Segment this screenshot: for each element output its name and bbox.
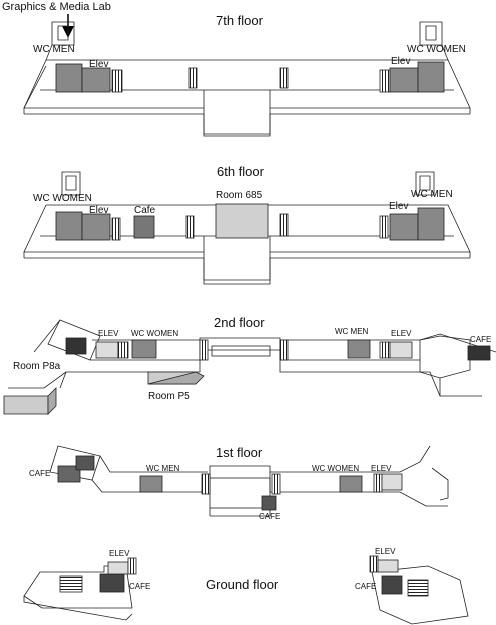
f6-elev-right-room <box>389 213 419 241</box>
g-elev-right-label: ELEV <box>375 547 396 556</box>
f7-wc-women-room <box>417 61 445 93</box>
f7-stairs-left <box>111 69 123 93</box>
f1-stairs-left <box>201 473 211 495</box>
f6-wc-women-room <box>55 211 83 241</box>
g-elev-left-label: ELEV <box>109 549 130 558</box>
f2-room-p5-label: Room P5 <box>148 391 190 402</box>
f1-cafe-center-room <box>261 495 277 511</box>
f7-elev-left-room <box>81 67 111 93</box>
f6-stairs-left <box>111 217 121 241</box>
f6-elev-left-room <box>81 213 111 241</box>
f2-wc-men-room <box>347 339 371 359</box>
f2-room-p8a-block <box>3 395 49 415</box>
f1-stairs-right <box>271 473 281 495</box>
f7-stairs-mid-left <box>188 67 198 89</box>
g-cafe-left-label: CAFE <box>129 582 151 591</box>
f1-wc-women-label: WC WOMEN <box>312 464 360 473</box>
f1-elev-label: ELEV <box>371 464 392 473</box>
g-elev-left-room <box>107 561 129 575</box>
f2-room-p8a-label: Room P8a <box>13 361 61 372</box>
g-stairs-left <box>59 575 83 593</box>
f2-cafe-room <box>467 345 491 361</box>
f6-cafe-room <box>133 215 155 239</box>
f6-cafe-label: Cafe <box>134 205 156 216</box>
f7-wc-men-label: WC MEN <box>33 44 75 55</box>
floor-1-title: 1st floor <box>216 445 263 460</box>
f1-stairs-far-right <box>373 473 383 493</box>
floor-6-title: 6th floor <box>217 164 264 179</box>
g-cafe-left-room <box>99 573 125 593</box>
f6-stairs-mid-right <box>279 213 289 237</box>
f2-stairs-left <box>117 341 129 359</box>
floor-7-title: 7th floor <box>216 13 263 28</box>
f6-elev-right-label: Elev <box>389 201 409 212</box>
floor-1-rooms <box>57 455 403 511</box>
f6-stairs-mid-left <box>185 215 195 239</box>
f7-stairs-right <box>379 69 391 93</box>
f2-elev-right-label: ELEV <box>391 329 412 338</box>
f2-elev-left-label: ELEV <box>98 329 119 338</box>
floor-2-rooms <box>3 337 491 415</box>
floor-2-title: 2nd floor <box>214 315 265 330</box>
floor-1-plan <box>49 445 449 517</box>
ground-floor-rooms <box>59 555 429 597</box>
f2-wc-men-label: WC MEN <box>335 327 369 336</box>
f2-elev-right-room <box>389 341 413 359</box>
g-cafe-right-label: CAFE <box>355 582 377 591</box>
f7-stairs-mid-right <box>279 67 289 89</box>
f2-stairs-mid-right <box>279 339 289 361</box>
f2-dark-room <box>65 337 87 355</box>
f6-elev-left-label: Elev <box>89 205 109 216</box>
f1-cafe-center-label: CAFE <box>259 512 281 521</box>
f1-wc-women-room <box>339 475 363 493</box>
f6-room-685-label: Room 685 <box>216 190 263 201</box>
f2-elev-left-room <box>95 341 119 359</box>
f7-wc-women-label: WC WOMEN <box>407 44 466 55</box>
g-elev-right-room <box>377 559 399 573</box>
f2-wc-women-room <box>131 339 157 359</box>
floor-6-rooms <box>55 203 445 241</box>
f2-wc-women-label: WC WOMEN <box>131 329 179 338</box>
g-cafe-right-room <box>381 575 403 595</box>
f2-stairs-mid-left <box>199 339 209 361</box>
ground-floor-title: Ground floor <box>206 577 279 592</box>
ground-floor-plan <box>23 565 469 625</box>
lab-label: Graphics & Media Lab <box>2 1 111 13</box>
f1-cafe-left-label: CAFE <box>29 469 51 478</box>
f1-wc-men-label: WC MEN <box>146 464 180 473</box>
floor-2-plan <box>8 319 496 397</box>
floor-7-rooms <box>55 61 445 93</box>
floor-7-plan <box>23 14 471 137</box>
f1-wc-men-room <box>139 475 163 493</box>
f6-wc-men-room <box>417 207 445 241</box>
f2-stairs-right <box>379 341 391 359</box>
f6-room-685 <box>215 203 269 239</box>
f7-elev-right-label: Elev <box>391 56 411 67</box>
f1-elev-room <box>381 473 403 491</box>
f1-cafe-left-room <box>57 465 81 483</box>
f2-cafe-label: CAFE <box>470 335 492 344</box>
g-stairs-right <box>407 579 429 597</box>
f7-wc-men-room <box>55 63 83 93</box>
f7-elev-right-room <box>389 67 419 93</box>
f6-wc-men-label: WC MEN <box>411 189 453 200</box>
f6-wc-women-label: WC WOMEN <box>33 193 92 204</box>
f6-stairs-right <box>379 215 389 239</box>
f7-elev-left-label: Elev <box>89 59 109 70</box>
